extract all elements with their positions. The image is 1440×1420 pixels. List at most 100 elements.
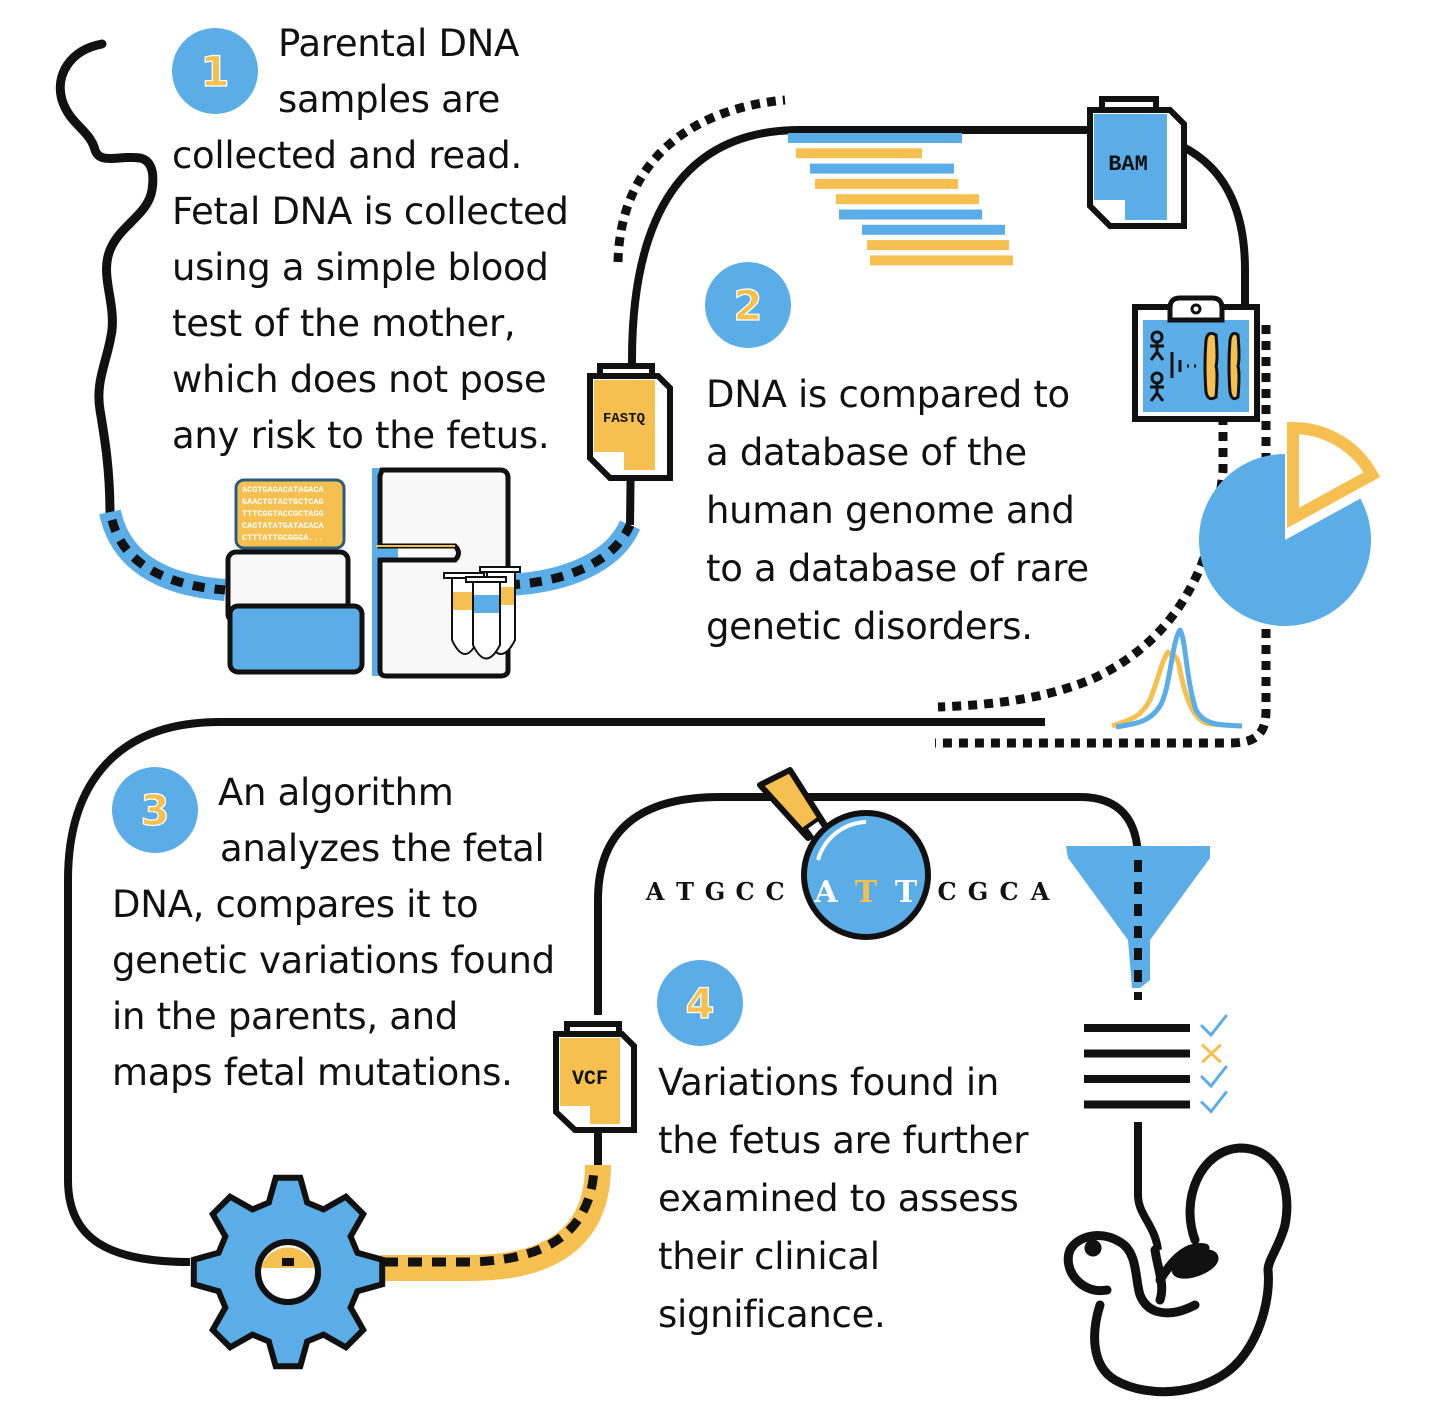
step-2-badge: 2 (705, 262, 791, 348)
text-line: DNA, compares it to (112, 883, 479, 926)
yellow-curve (1111, 649, 1241, 729)
text-line: Variations found in (658, 1061, 1000, 1104)
magnifier-icon (757, 767, 931, 940)
fetus-icon (1063, 1143, 1292, 1397)
checklist-line (1084, 1075, 1190, 1083)
text-line: An algorithm (218, 771, 454, 814)
pie-exploded-slice (1287, 421, 1381, 529)
test-tubes-icon (443, 566, 521, 660)
dna-base: G (968, 877, 989, 906)
pie-chart-icon (1199, 421, 1381, 626)
screen-line: ACGTGAGACATAGACA (242, 485, 325, 495)
vcf-file-icon: VCF (553, 1021, 637, 1133)
blue-arc-right (507, 520, 641, 596)
dna-base-magnified: T (855, 875, 878, 910)
text-line: significance. (658, 1293, 886, 1336)
step-3-description: An algorithm analyzes the fetal DNA, com… (112, 765, 555, 1101)
dna-base: T (676, 877, 694, 906)
read-bar-blue (862, 224, 1005, 235)
check-icon (1200, 1065, 1228, 1089)
text-line: samples are (278, 78, 501, 121)
main-path-section-2 (626, 126, 1249, 526)
distribution-curves-icon (1111, 627, 1243, 730)
read-bar-blue (810, 163, 954, 174)
text-line: a database of the (706, 431, 1027, 474)
step-1-number: 1 (200, 46, 230, 96)
vcf-label: VCF (572, 1068, 608, 1091)
yellow-connector-dashes (384, 1169, 599, 1267)
bam-label: BAM (1108, 152, 1148, 177)
read-bar-yellow (796, 148, 922, 159)
text-line: test of the mother, (172, 302, 516, 345)
dna-base: C (937, 877, 956, 906)
text-line: their clinical (658, 1235, 880, 1278)
step-4-badge: 4 (657, 960, 743, 1046)
yellow-connector (380, 1164, 611, 1281)
sequencer-screen-text: ACGTGAGACATAGACA GAACTGTACTGCTCAG TTTCGG… (242, 485, 325, 543)
screen-line: GAACTGTACTGCTCAG (242, 497, 324, 507)
dna-base: C (765, 877, 784, 906)
dotted-line-right-2 (935, 325, 1271, 748)
step-4-description: Variations found in the fetus are furthe… (658, 1054, 1028, 1344)
text-line: analyzes the fetal (220, 827, 545, 870)
screen-line: TTTCGGTACCGCTAGG (242, 509, 324, 519)
text-line: genetic variations found (112, 939, 555, 982)
fastq-label: FASTQ (603, 411, 645, 427)
dna-base: C (735, 877, 754, 906)
read-bar-yellow (815, 178, 958, 189)
screen-line: CTTTATTGCGGGA... (242, 533, 324, 543)
read-bar-blue (788, 133, 962, 143)
checklist-line (1084, 1024, 1190, 1032)
dna-base: G (705, 877, 726, 906)
wavy-cord-line (55, 39, 158, 520)
main-path-section-3 (64, 718, 1045, 1266)
step-2-number: 2 (733, 280, 763, 330)
screen-line: CAGTATATGATACACA (242, 521, 325, 531)
step-3-badge: 3 (112, 767, 198, 853)
text-line: genetic disorders. (706, 605, 1033, 648)
cross-icon (1201, 1044, 1222, 1063)
text-line: examined to assess (658, 1177, 1019, 1220)
text-line: Fetal DNA is collected (172, 190, 569, 233)
text-line: in the parents, and (112, 995, 458, 1038)
read-bar-yellow (870, 255, 1013, 266)
pie-main-slice (1199, 454, 1371, 626)
dna-base: A (1030, 877, 1050, 906)
read-bar-blue (839, 209, 982, 220)
blue-arc-left (99, 509, 226, 601)
text-line: collected and read. (172, 134, 522, 177)
step-1-description: Parental DNA samples are collected and r… (172, 16, 569, 464)
text-line: Parental DNA (278, 22, 520, 65)
check-icon (1200, 1014, 1228, 1038)
main-path-section-4 (594, 793, 1142, 1165)
dotted-outer-arc (613, 95, 786, 263)
dna-base-magnified: T (895, 875, 918, 910)
text-line: maps fetal mutations. (112, 1051, 513, 1094)
read-bar-yellow (836, 194, 979, 205)
text-line: which does not pose (172, 358, 547, 401)
text-line: using a simple blood (172, 246, 549, 289)
step-4-number: 4 (685, 978, 715, 1028)
bam-file-icon: BAM (1087, 96, 1187, 229)
dashed-arc-left (107, 518, 226, 595)
text-line: to a database of rare (706, 547, 1089, 590)
checklist-icon (1084, 1014, 1228, 1114)
text-line: any risk to the fetus. (172, 414, 550, 457)
checklist-line (1084, 1100, 1190, 1109)
text-line: human genome and (706, 489, 1075, 532)
read-bar-yellow (867, 240, 1009, 251)
step-2-description: DNA is compared to a database of the hum… (706, 366, 1089, 656)
text-line: DNA is compared to (706, 373, 1070, 416)
fastq-file-icon: FASTQ (587, 363, 673, 481)
blue-curve (1115, 627, 1243, 730)
funnel-icon (1066, 846, 1210, 1000)
dna-base: C (999, 877, 1018, 906)
gear-icon (190, 1174, 386, 1370)
dna-base: A (645, 877, 665, 906)
step-1-badge: 1 (172, 28, 258, 114)
clipboard-karyotype-icon (1132, 295, 1260, 422)
checklist-line (1084, 1049, 1190, 1058)
text-line: the fetus are further (658, 1119, 1029, 1162)
